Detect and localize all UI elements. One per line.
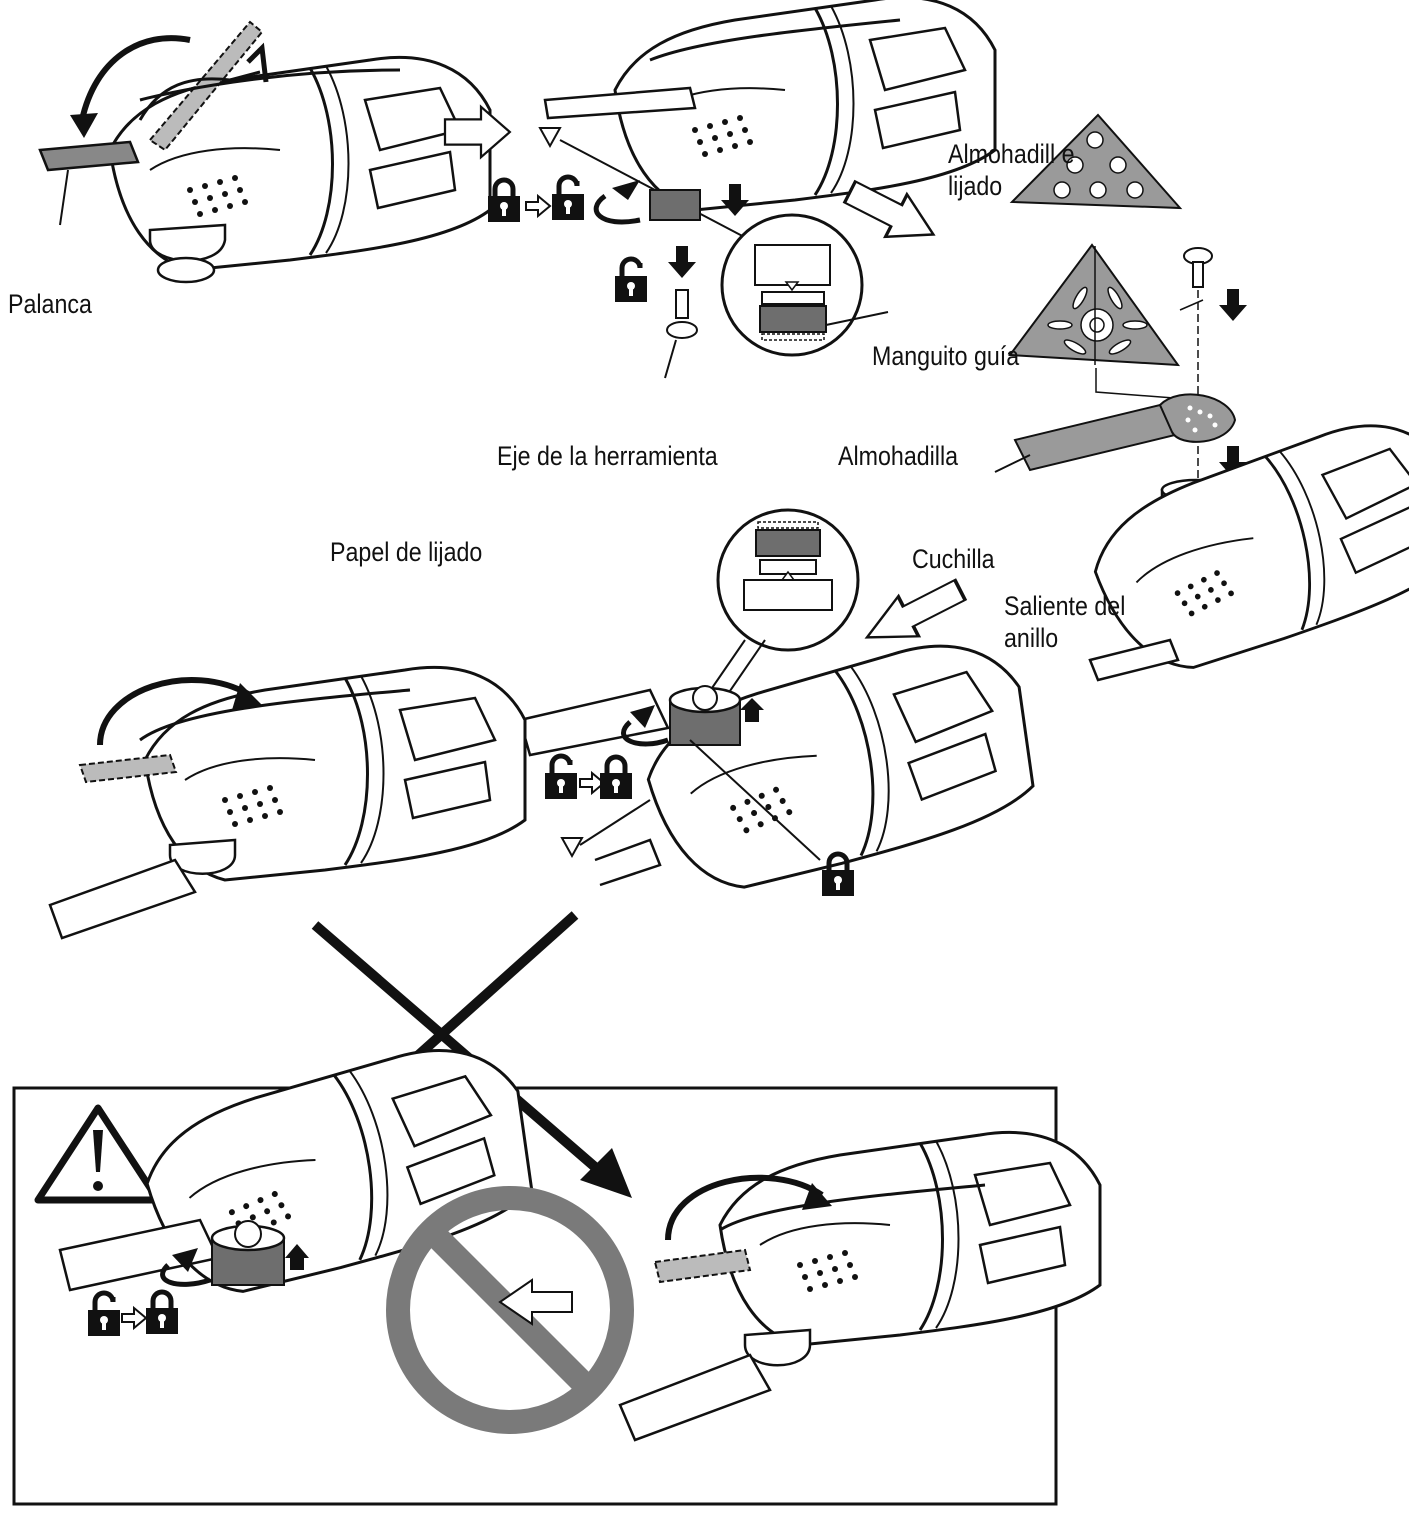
- label-guide-sleeve: Manguito guía: [872, 341, 1020, 371]
- panel-exploded-accessories: [994, 113, 1409, 685]
- rotate-arrow-icon: [160, 1248, 211, 1287]
- panel-wrong-lock: [58, 1037, 542, 1336]
- panel-lever-close: [48, 665, 527, 940]
- panel-unlock: [488, 0, 997, 379]
- panel-lock: [518, 508, 1043, 900]
- label-tool-shaft: Eje de la herramienta: [497, 441, 718, 471]
- lever-arrow-icon: [70, 35, 269, 138]
- warning-box: [12, 1037, 1102, 1506]
- warning-triangle-icon: [34, 1104, 162, 1204]
- label-blade: Cuchilla: [912, 544, 995, 574]
- label-sanding-pad-line2: lijado: [948, 171, 1003, 201]
- panel-wrong-lever: [618, 1130, 1102, 1442]
- screw-part: [1183, 247, 1213, 500]
- rotate-arrow-icon: [621, 705, 669, 747]
- label-sanding-paper: Papel de lijado: [330, 537, 483, 567]
- label-ring-protrusion-line2: anillo: [1004, 623, 1059, 653]
- step-arrow-icon: [855, 568, 972, 660]
- bolt-part: [664, 289, 698, 379]
- lever-arrow-icon: [665, 1174, 832, 1241]
- rotate-arrow-icon: [593, 180, 641, 225]
- tool-vertical: [1075, 409, 1409, 685]
- label-pad: Almohadilla: [838, 441, 959, 471]
- label-ring-protrusion-line1: Saliente del: [1004, 591, 1126, 621]
- panel-lever-open: [38, 20, 492, 284]
- detail-circle-unlock: [720, 213, 889, 357]
- blade-part: [994, 393, 1237, 473]
- label-sanding-pad-line1: Almohadill e: [948, 139, 1075, 169]
- label-lever: Palanca: [8, 289, 92, 319]
- lever-arrow-icon: [97, 677, 262, 746]
- prohibited-icon: [386, 1186, 634, 1434]
